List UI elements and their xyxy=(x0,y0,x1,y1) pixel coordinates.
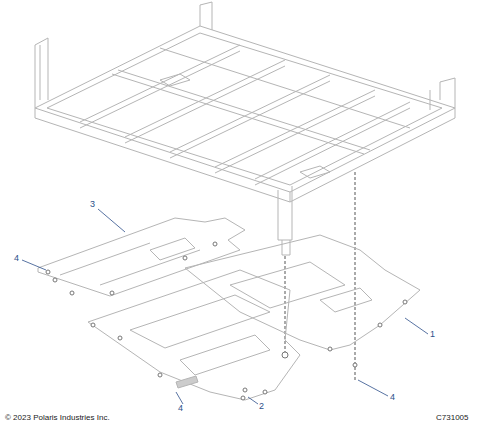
skid-plate-3 xyxy=(38,218,245,296)
bolt xyxy=(46,242,407,400)
frame xyxy=(35,2,455,255)
drawing-id: C731005 xyxy=(436,414,468,422)
skid-plate-1 xyxy=(185,235,420,350)
leader-line xyxy=(22,209,428,404)
callout-number: 2 xyxy=(259,402,264,411)
callout-number: 1 xyxy=(430,330,435,339)
callout-number: 4 xyxy=(14,254,19,263)
callout-number: 3 xyxy=(90,200,95,209)
skid-plate-2 xyxy=(88,270,300,400)
copyright-note: © 2023 Polaris Industries Inc. xyxy=(5,414,110,422)
callout-number: 4 xyxy=(178,404,183,413)
callout-number: 4 xyxy=(390,393,395,402)
